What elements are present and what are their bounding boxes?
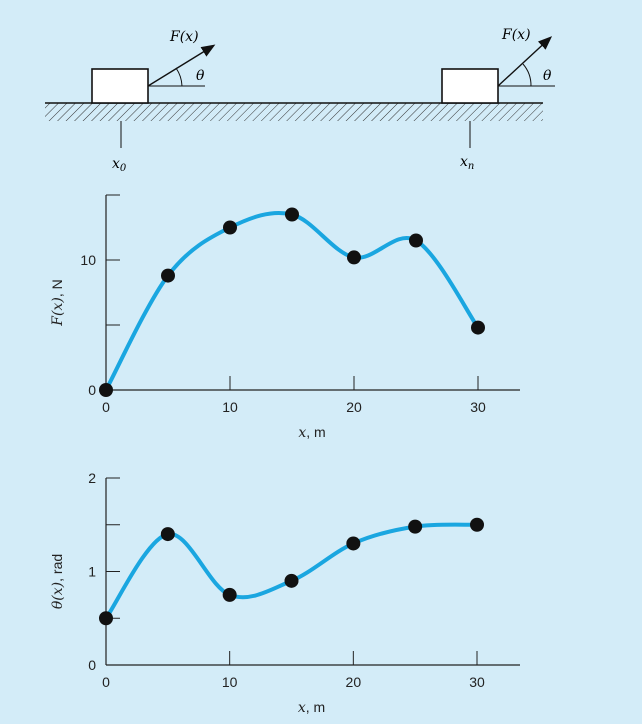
x-axis-unit: , m (306, 424, 325, 440)
x-tick-label: 0 (102, 399, 110, 415)
force-arrow-end (497, 36, 553, 87)
end-var: x (460, 154, 468, 170)
x-tick-label: 10 (222, 399, 238, 415)
y-tick-label: 1 (88, 564, 96, 580)
y-tick-label: 0 (88, 657, 96, 673)
angle-label-end: θ (543, 68, 552, 84)
start-var: x (112, 156, 120, 172)
y-axis-title: F(x), N (49, 279, 66, 326)
x-tick-label: 20 (346, 399, 362, 415)
x-tick-label: 30 (469, 674, 485, 690)
ground-surface (45, 103, 543, 121)
x-axis-var: x (298, 700, 306, 716)
position-label-end: xn (460, 154, 474, 172)
y-axis-var: F(x) (50, 297, 66, 327)
x-tick-label: 30 (470, 399, 486, 415)
block-end (441, 68, 499, 104)
data-point (409, 233, 423, 248)
data-point (346, 536, 361, 551)
data-point (408, 519, 423, 534)
x-tick-label: 0 (102, 674, 110, 690)
y-axis-unit: , rad (49, 554, 65, 582)
x-axis-title: x, m (298, 699, 325, 716)
end-subscript: n (468, 161, 474, 172)
data-point (161, 268, 175, 283)
data-point (347, 250, 361, 265)
y-tick-label: 2 (88, 470, 96, 486)
data-point (160, 527, 175, 542)
force-label-end: F(x) (501, 27, 531, 43)
series-line (104, 522, 479, 621)
position-label-start: x0 (112, 156, 127, 174)
y-axis-var: θ(x) (50, 582, 66, 609)
x-axis-title: x, m (298, 424, 325, 441)
data-point (285, 207, 299, 222)
block-diagram: F(x) θ x0 F(x) θ xn (45, 27, 555, 174)
data-point (471, 320, 485, 335)
y-axis-unit: , N (49, 279, 65, 297)
data-point (223, 220, 237, 235)
x-axis-var: x (298, 425, 306, 441)
block-start (91, 68, 149, 104)
force-arrow-start (147, 44, 216, 87)
data-point (470, 517, 484, 532)
data-point (284, 573, 299, 588)
data-point (222, 587, 237, 602)
x-axis-unit: , m (306, 699, 325, 715)
start-subscript: 0 (120, 163, 127, 174)
x-tick-label: 10 (222, 674, 238, 690)
data-point (99, 383, 113, 397)
data-point (99, 611, 113, 626)
angle-arc-end (522, 63, 532, 87)
y-tick-label: 0 (88, 382, 96, 398)
angle-label-start: θ (196, 68, 205, 84)
angle-arc-start (175, 67, 183, 87)
y-tick-label: 10 (80, 252, 96, 268)
x-tick-label: 20 (346, 674, 362, 690)
y-axis-title: θ(x), rad (49, 554, 66, 609)
force-chart: 0 10 0 10 20 30 x, m F(x), N (49, 194, 520, 441)
force-label-start: F(x) (169, 29, 199, 45)
